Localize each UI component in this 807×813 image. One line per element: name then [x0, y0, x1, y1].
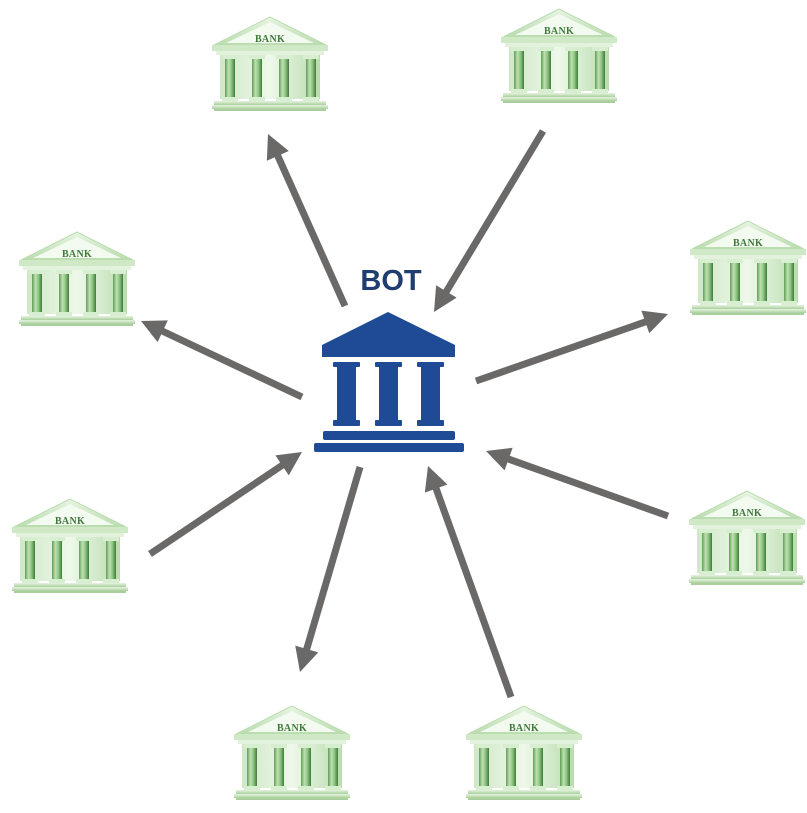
bank-building-top-left: BANK [212, 16, 328, 111]
bank-column [249, 55, 265, 101]
bank-label: BANK [55, 516, 85, 527]
bank-label: BANK [277, 723, 307, 734]
bank-column [298, 744, 314, 790]
bank-building-lower-right: BANK [689, 490, 805, 585]
bank-label: BANK [62, 249, 92, 260]
bank-column [565, 47, 581, 93]
arrows-layer [141, 129, 670, 699]
bank-column [592, 47, 608, 93]
bank-label: BANK [544, 26, 574, 37]
hub-label: BOT [360, 265, 422, 297]
bank-column [476, 744, 492, 790]
bank-building-left: BANK [19, 231, 135, 326]
arrow-right [474, 310, 668, 385]
bank-label: BANK [509, 723, 539, 734]
bank-building-icon [314, 312, 464, 452]
bank-column [781, 259, 797, 305]
bank-column [110, 270, 126, 316]
arrow-left [141, 320, 304, 401]
bank-column [538, 47, 554, 93]
bank-label: BANK [255, 34, 285, 45]
bank-column [83, 270, 99, 316]
arrow-lower-left [148, 452, 302, 557]
bank-column [511, 47, 527, 93]
bank-column [726, 529, 742, 575]
bank-column [222, 55, 238, 101]
bank-column [22, 537, 38, 583]
bank-building-bottom-left: BANK [234, 705, 350, 800]
bank-column [303, 55, 319, 101]
bank-column [325, 744, 341, 790]
bank-column [244, 744, 260, 790]
bank-column [49, 537, 65, 583]
bank-column [103, 537, 119, 583]
bank-column [76, 537, 92, 583]
arrow-bottom-right [424, 466, 515, 699]
bank-column [557, 744, 573, 790]
bank-building-top-right: BANK [501, 8, 617, 103]
bank-column [780, 529, 796, 575]
banks-layer: BANK BANK BANK BANK BANK BANK BANK BANK [12, 8, 806, 800]
bank-column [271, 744, 287, 790]
bank-column [503, 744, 519, 790]
bank-column [754, 259, 770, 305]
bank-building-lower-left: BANK [12, 498, 128, 593]
bank-column [753, 529, 769, 575]
bank-column [699, 529, 715, 575]
bank-column [700, 259, 716, 305]
bank-column [530, 744, 546, 790]
bank-column [29, 270, 45, 316]
arrow-top-left [266, 134, 349, 308]
bank-label: BANK [732, 508, 762, 519]
bank-column [56, 270, 72, 316]
bank-column [727, 259, 743, 305]
arrow-bottom-left [295, 466, 364, 672]
bank-column [276, 55, 292, 101]
bank-label: BANK [733, 238, 763, 249]
arrow-lower-right [486, 447, 670, 520]
bank-building-right: BANK [690, 220, 806, 315]
arrow-top-right [434, 129, 546, 312]
bank-building-bottom-right: BANK [466, 705, 582, 800]
central-bank-hub: BOT [314, 265, 464, 452]
